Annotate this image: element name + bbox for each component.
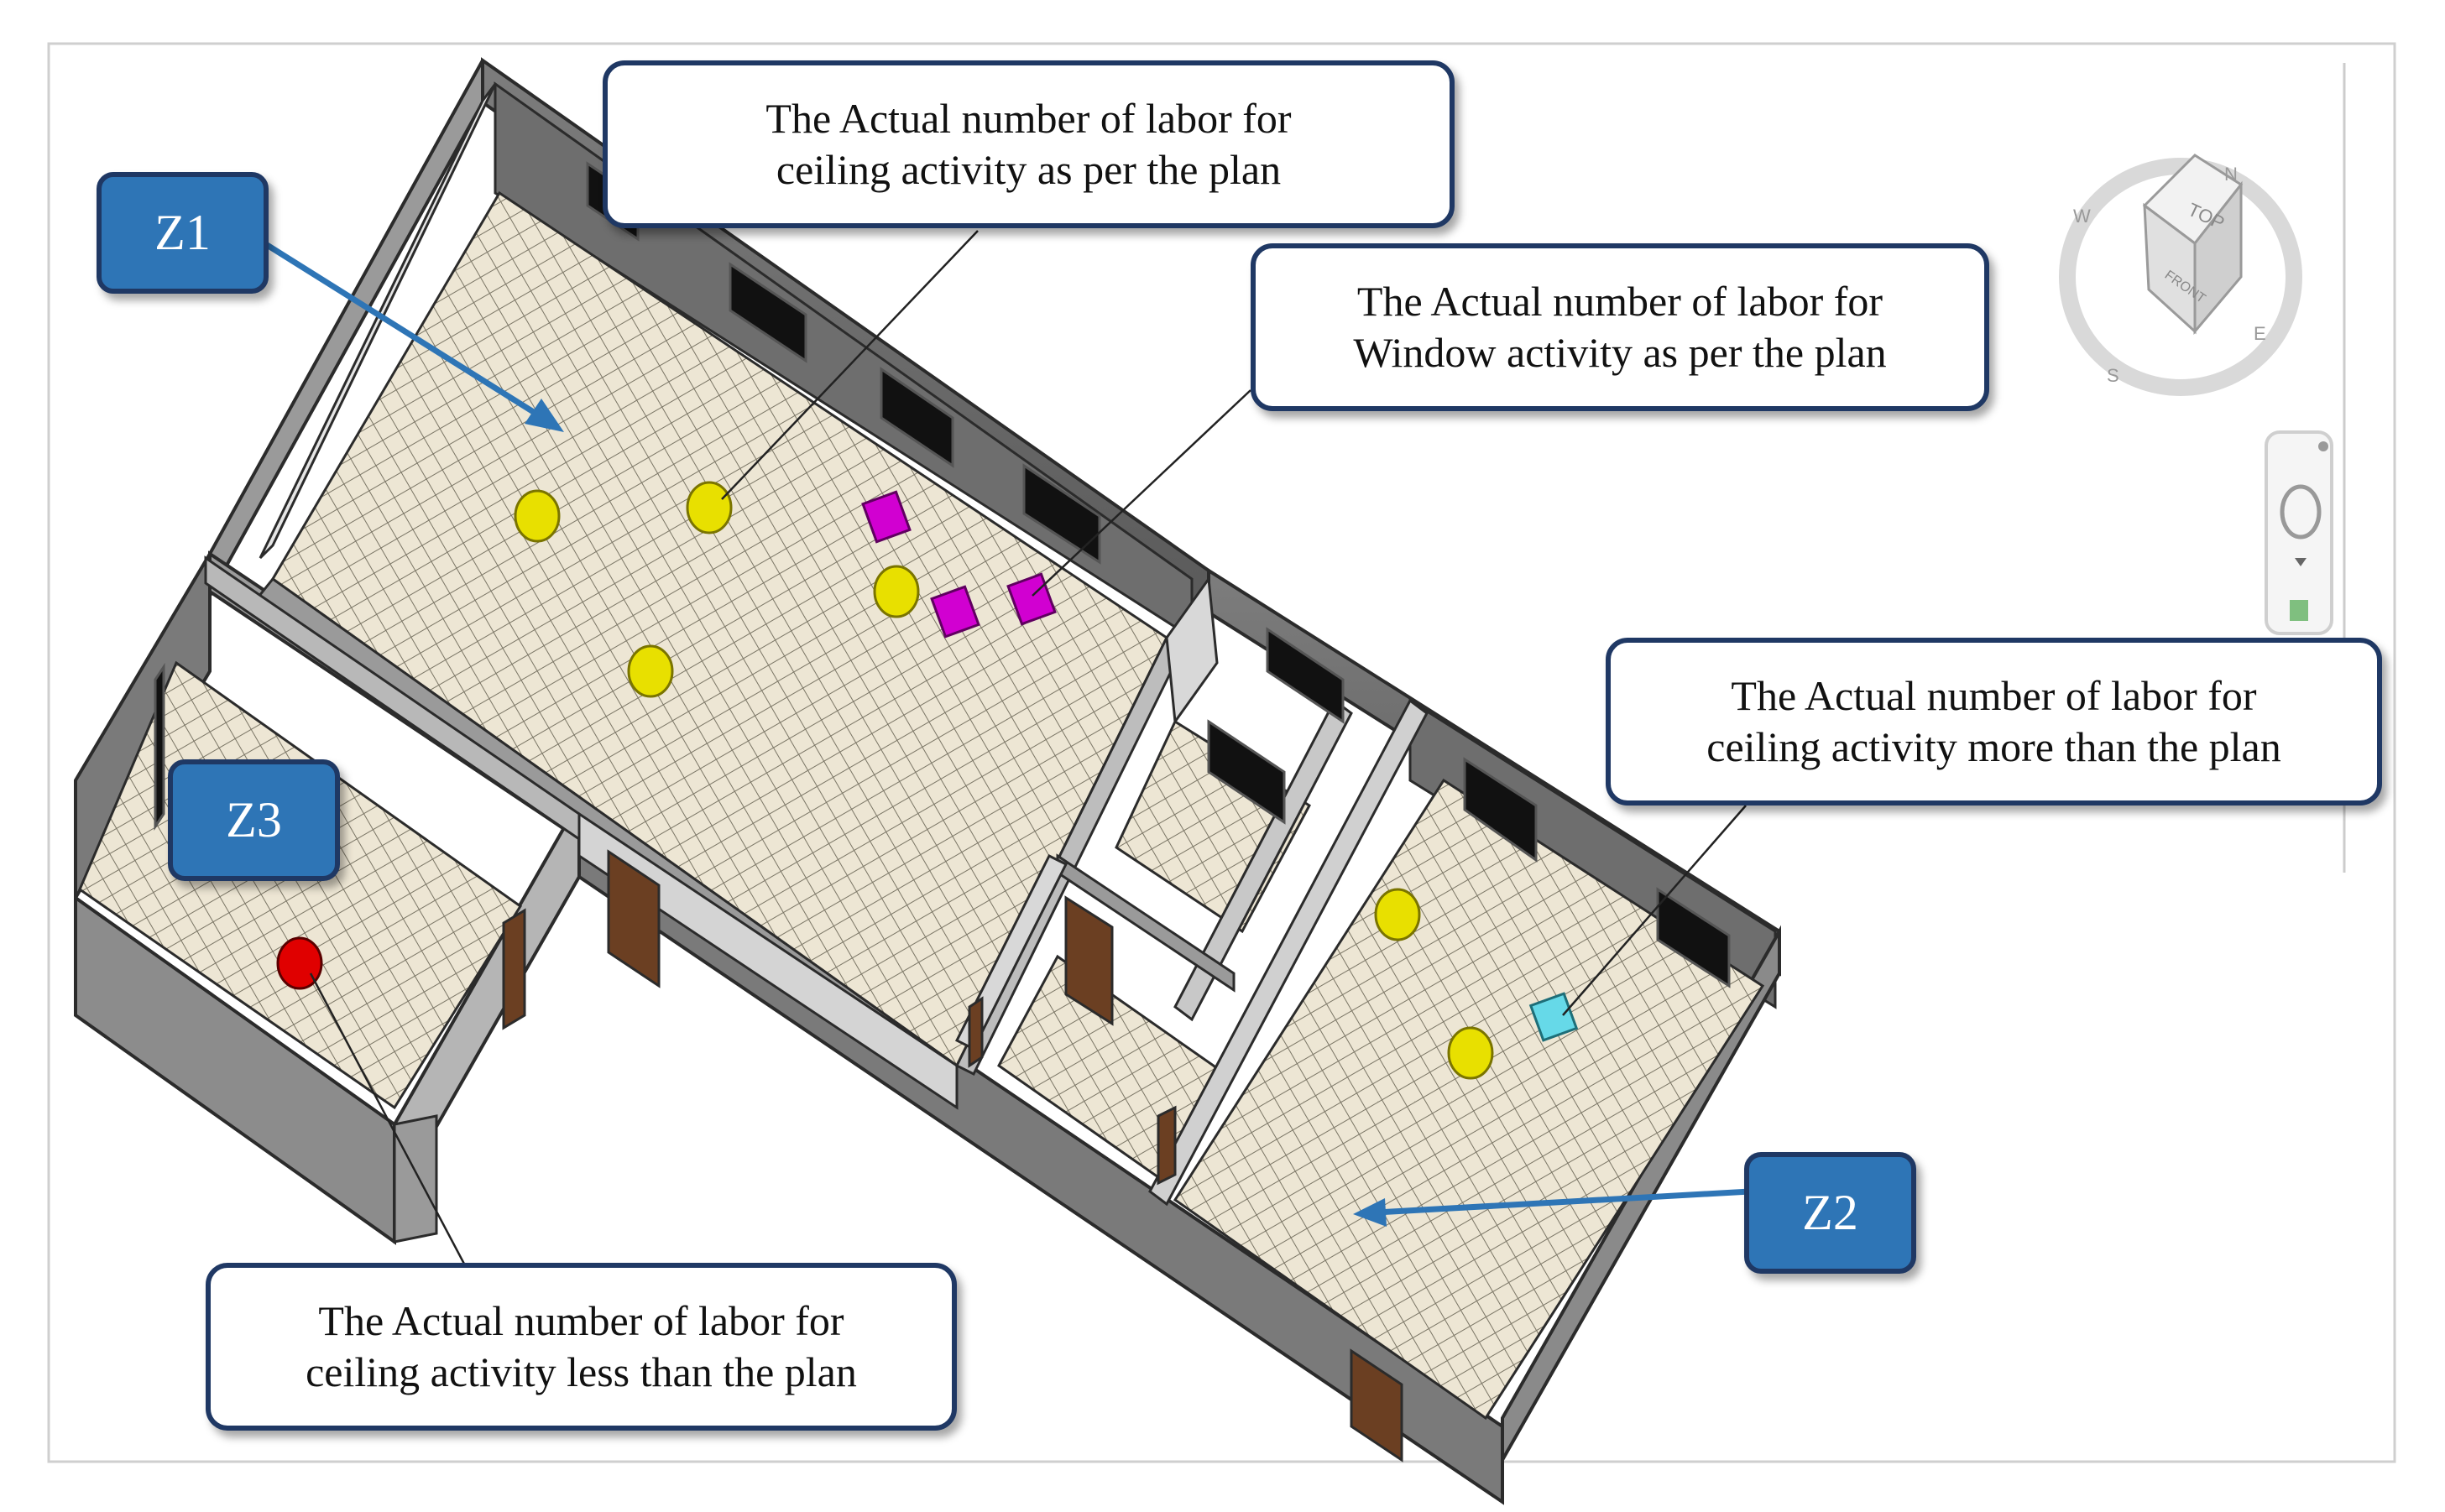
steering-wheel-icon[interactable] bbox=[2280, 484, 2322, 540]
callout-line-1: The Actual number of labor for bbox=[765, 95, 1292, 142]
ceiling-per-plan-marker bbox=[686, 481, 733, 534]
chevron-down-icon[interactable] bbox=[2295, 558, 2307, 566]
floor-z2 bbox=[1173, 778, 1765, 1421]
navigation-bar[interactable] bbox=[2265, 430, 2333, 635]
ceiling-per-plan-marker bbox=[514, 489, 561, 543]
window-per-plan-marker bbox=[930, 585, 980, 639]
zone-label-z1: Z1 bbox=[97, 172, 269, 294]
callout-window-per-plan: The Actual number of labor for Window ac… bbox=[1251, 243, 1989, 411]
callout-ceiling-less: The Actual number of labor for ceiling a… bbox=[206, 1263, 957, 1431]
ceiling-per-plan-marker bbox=[1374, 888, 1421, 941]
callout-line-2: ceiling activity less than the plan bbox=[306, 1348, 857, 1395]
viewcube-south-label: S bbox=[2107, 365, 2119, 386]
ceiling-per-plan-marker bbox=[873, 565, 920, 618]
ceiling-per-plan-marker bbox=[1447, 1026, 1494, 1080]
pan-icon[interactable] bbox=[2290, 600, 2308, 621]
callout-line-2: ceiling activity as per the plan bbox=[776, 146, 1282, 193]
viewcube-east-label: E bbox=[2254, 323, 2266, 344]
viewcube-widget[interactable]: TOP FRONT W S E N bbox=[2059, 154, 2302, 396]
doors bbox=[502, 849, 1403, 1462]
callout-ceiling-per-plan: The Actual number of labor for ceiling a… bbox=[603, 60, 1455, 228]
ceiling-less-marker bbox=[276, 936, 323, 990]
viewcube-west-label: W bbox=[2073, 206, 2091, 227]
callout-line-1: The Actual number of labor for bbox=[1356, 278, 1883, 325]
callout-line-1: The Actual number of labor for bbox=[1731, 672, 2257, 719]
callout-line-2: ceiling activity more than the plan bbox=[1706, 723, 2281, 770]
labor-markers bbox=[276, 481, 1579, 1080]
zone-label-z3: Z3 bbox=[168, 759, 340, 881]
partitions bbox=[204, 555, 1429, 1207]
window-per-plan-marker bbox=[861, 490, 912, 544]
zone-label-z2: Z2 bbox=[1744, 1152, 1916, 1274]
ceiling-per-plan-marker bbox=[627, 644, 674, 698]
callout-line-1: The Actual number of labor for bbox=[318, 1297, 844, 1344]
viewcube-north-label: N bbox=[2224, 164, 2238, 185]
callout-line-2: Window activity as per the plan bbox=[1353, 329, 1887, 376]
leader-lines bbox=[309, 230, 1747, 1268]
ceiling-more-marker bbox=[1528, 992, 1579, 1042]
callout-ceiling-more: The Actual number of labor for ceiling a… bbox=[1606, 638, 2382, 806]
zone-arrows bbox=[263, 241, 1751, 1227]
